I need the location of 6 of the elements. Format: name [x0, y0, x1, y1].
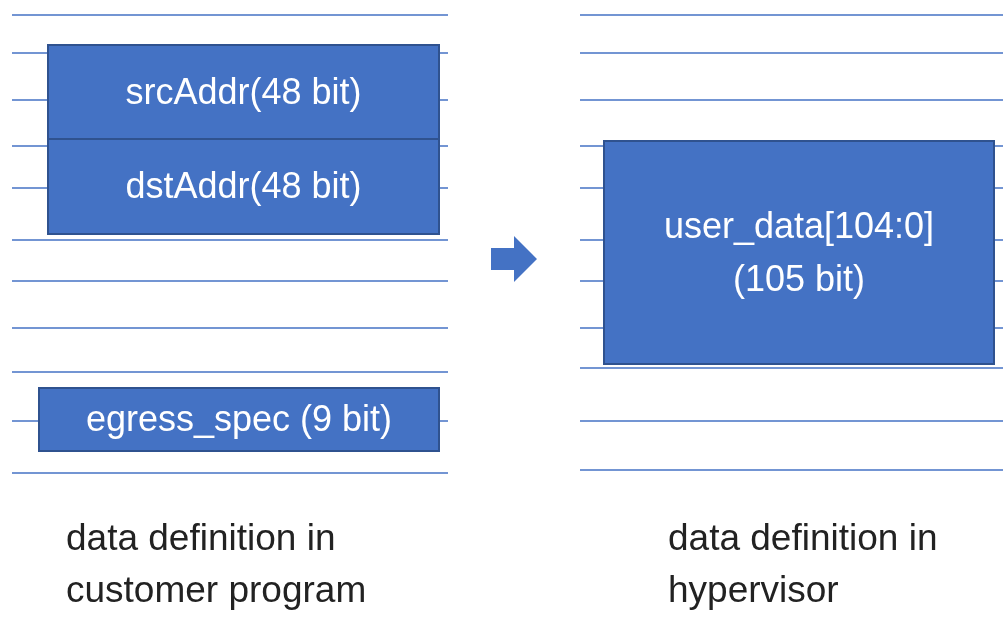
caption: data definition in hypervisor — [668, 516, 939, 612]
field-box: user_data[104:0] (105 bit) — [603, 140, 995, 365]
field-box: egress_spec (9 bit) — [38, 387, 440, 452]
field-box: srcAddr(48 bit) — [47, 44, 440, 140]
caption: data definition in customer program — [66, 516, 368, 612]
field-box: dstAddr(48 bit) — [47, 138, 440, 235]
